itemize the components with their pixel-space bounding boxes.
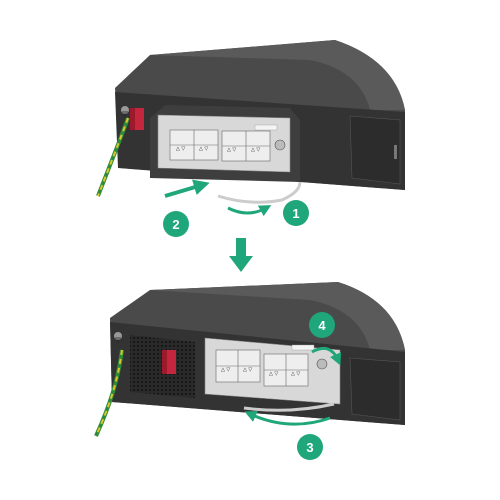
svg-text:△ ▽: △ ▽ bbox=[269, 371, 278, 377]
captive-screw-icon-bottom bbox=[316, 358, 328, 370]
svg-text:4: 4 bbox=[318, 318, 326, 333]
ground-icon-bottom bbox=[114, 332, 122, 343]
port-block-left: △ ▽ △ ▽ bbox=[169, 129, 219, 161]
svg-text:1: 1 bbox=[292, 206, 299, 221]
port-block-left-installed: △ ▽ △ ▽ bbox=[215, 349, 261, 383]
right-bay-cover bbox=[349, 115, 401, 185]
svg-text:3: 3 bbox=[306, 440, 313, 455]
svg-text:2: 2 bbox=[172, 217, 179, 232]
step-badge-2: 2 bbox=[163, 211, 189, 237]
step-3-arrow bbox=[244, 410, 331, 426]
svg-text:△ ▽: △ ▽ bbox=[251, 147, 260, 153]
svg-text:△ ▽: △ ▽ bbox=[199, 146, 208, 152]
svg-text:△ ▽: △ ▽ bbox=[243, 367, 252, 373]
bottom-illustration: △ ▽ △ ▽ △ ▽ △ ▽ 4 3 bbox=[94, 282, 405, 460]
port-block-right: △ ▽ △ ▽ bbox=[221, 130, 271, 162]
ground-icon bbox=[121, 106, 129, 117]
step-2-arrow bbox=[164, 179, 210, 198]
svg-text:△ ▽: △ ▽ bbox=[176, 146, 185, 152]
power-module-inserting: △ ▽ △ ▽ △ ▽ △ ▽ bbox=[150, 105, 302, 204]
step-4-arrow bbox=[311, 346, 342, 366]
right-bay-cover-bottom bbox=[349, 357, 401, 421]
step-badge-4: 4 bbox=[309, 312, 335, 338]
pull-handle-icon bbox=[217, 181, 302, 204]
svg-text:△ ▽: △ ▽ bbox=[227, 147, 236, 153]
top-illustration: △ ▽ △ ▽ △ ▽ △ ▽ 2 1 bbox=[96, 40, 405, 237]
step-badge-3: 3 bbox=[297, 434, 323, 460]
step-1-arrow bbox=[227, 205, 272, 217]
module-label-installed bbox=[291, 344, 315, 351]
power-module-installed: △ ▽ △ ▽ △ ▽ △ ▽ bbox=[204, 337, 341, 412]
captive-screw-icon bbox=[274, 139, 286, 151]
svg-text:△ ▽: △ ▽ bbox=[221, 367, 230, 373]
module-label bbox=[254, 124, 278, 131]
svg-text:△ ▽: △ ▽ bbox=[291, 371, 300, 377]
latch-icon bbox=[394, 145, 397, 159]
grounding-cable-bottom bbox=[94, 349, 124, 437]
down-arrow-icon bbox=[229, 238, 253, 272]
step-badge-1: 1 bbox=[283, 200, 309, 226]
port-block-right-installed: △ ▽ △ ▽ bbox=[263, 353, 309, 387]
pull-handle-folded bbox=[243, 402, 335, 412]
